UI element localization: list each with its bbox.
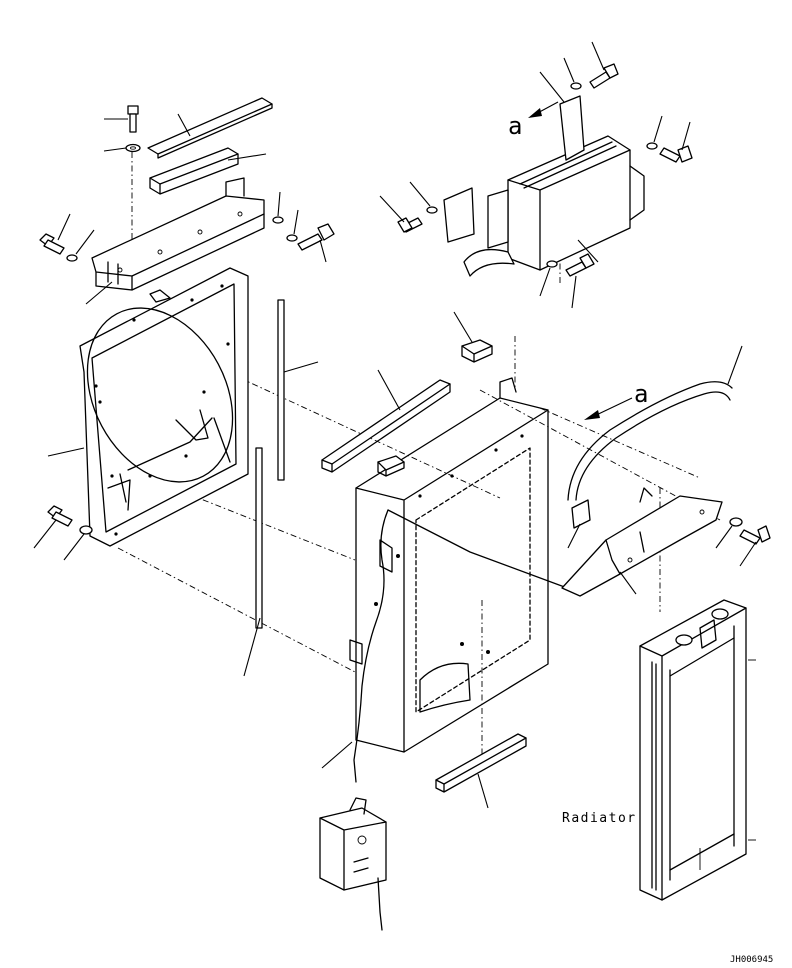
radiator-frame — [349, 377, 549, 753]
fan-shroud — [79, 267, 249, 547]
leader-cooler-bracket-washer — [563, 57, 575, 83]
aftercooler — [443, 95, 645, 277]
radiator-label: Radiator — [562, 811, 637, 826]
leader-right-washer-b — [293, 209, 299, 235]
leader-pipe — [321, 741, 353, 769]
leader-cooler-washer-b — [409, 181, 431, 207]
leader-cooler-bolt-b — [379, 195, 405, 223]
clip — [571, 499, 591, 529]
bottom-seal — [435, 733, 527, 793]
leader-upper-bracket — [85, 281, 113, 305]
frame-seal — [321, 379, 451, 473]
view-letter-mid: a — [634, 380, 648, 408]
leader-lower-left-washer — [63, 533, 85, 561]
left-bolt — [39, 233, 78, 262]
leader-left-washer — [75, 229, 95, 255]
leader-top-washer — [103, 147, 127, 152]
leader-top-seal — [227, 153, 267, 161]
reservoir-tank — [319, 797, 387, 931]
radiator-core — [639, 599, 756, 901]
leader-left-bolt — [57, 213, 71, 241]
leader-right-washer-a — [277, 191, 281, 217]
leader-cooler-bolt-a — [681, 121, 691, 151]
top-plate — [147, 97, 273, 195]
vertical-seals — [255, 299, 285, 629]
leader-cooler-bracket-bolt — [591, 41, 605, 71]
upper-hose — [567, 381, 733, 501]
leader-frame-seal — [377, 369, 401, 411]
upper-bracket — [91, 177, 265, 291]
leader-aftercooler — [577, 239, 599, 263]
top-bolt — [125, 105, 141, 153]
leader-top-block — [453, 311, 473, 343]
drawing-code: JH006945 — [730, 955, 773, 965]
leader-lower-left-bolt — [33, 519, 57, 549]
leader-hose — [727, 345, 743, 385]
leader-guard-washer — [715, 525, 733, 549]
leader-top-plate — [177, 113, 191, 137]
callout-leaders — [33, 41, 757, 809]
view-arrows — [528, 101, 633, 420]
drain-tube — [353, 509, 579, 783]
lower-left-bolt — [47, 505, 93, 535]
leader-vertical-seal-left — [243, 617, 261, 677]
leader-clip — [567, 523, 581, 549]
guard-bolt — [729, 517, 771, 545]
leader-vertical-seal-right — [283, 361, 319, 373]
leader-shroud — [47, 447, 85, 457]
leader-right-bolt — [319, 239, 327, 263]
aftercooler-bolts — [397, 63, 693, 277]
view-letter-top: a — [508, 112, 522, 140]
right-bolts — [272, 216, 335, 251]
leader-cooler-bracket — [539, 71, 565, 103]
leader-bottom-seal — [477, 773, 489, 809]
leader-cooler-washer-a — [653, 115, 663, 143]
hose-guard — [561, 487, 723, 597]
leader-cooler-washer-c — [539, 267, 551, 297]
top-block — [377, 339, 493, 477]
leader-guard-bolt — [739, 541, 757, 567]
leader-guard — [619, 571, 637, 595]
leader-cooler-bolt-c — [571, 275, 577, 309]
